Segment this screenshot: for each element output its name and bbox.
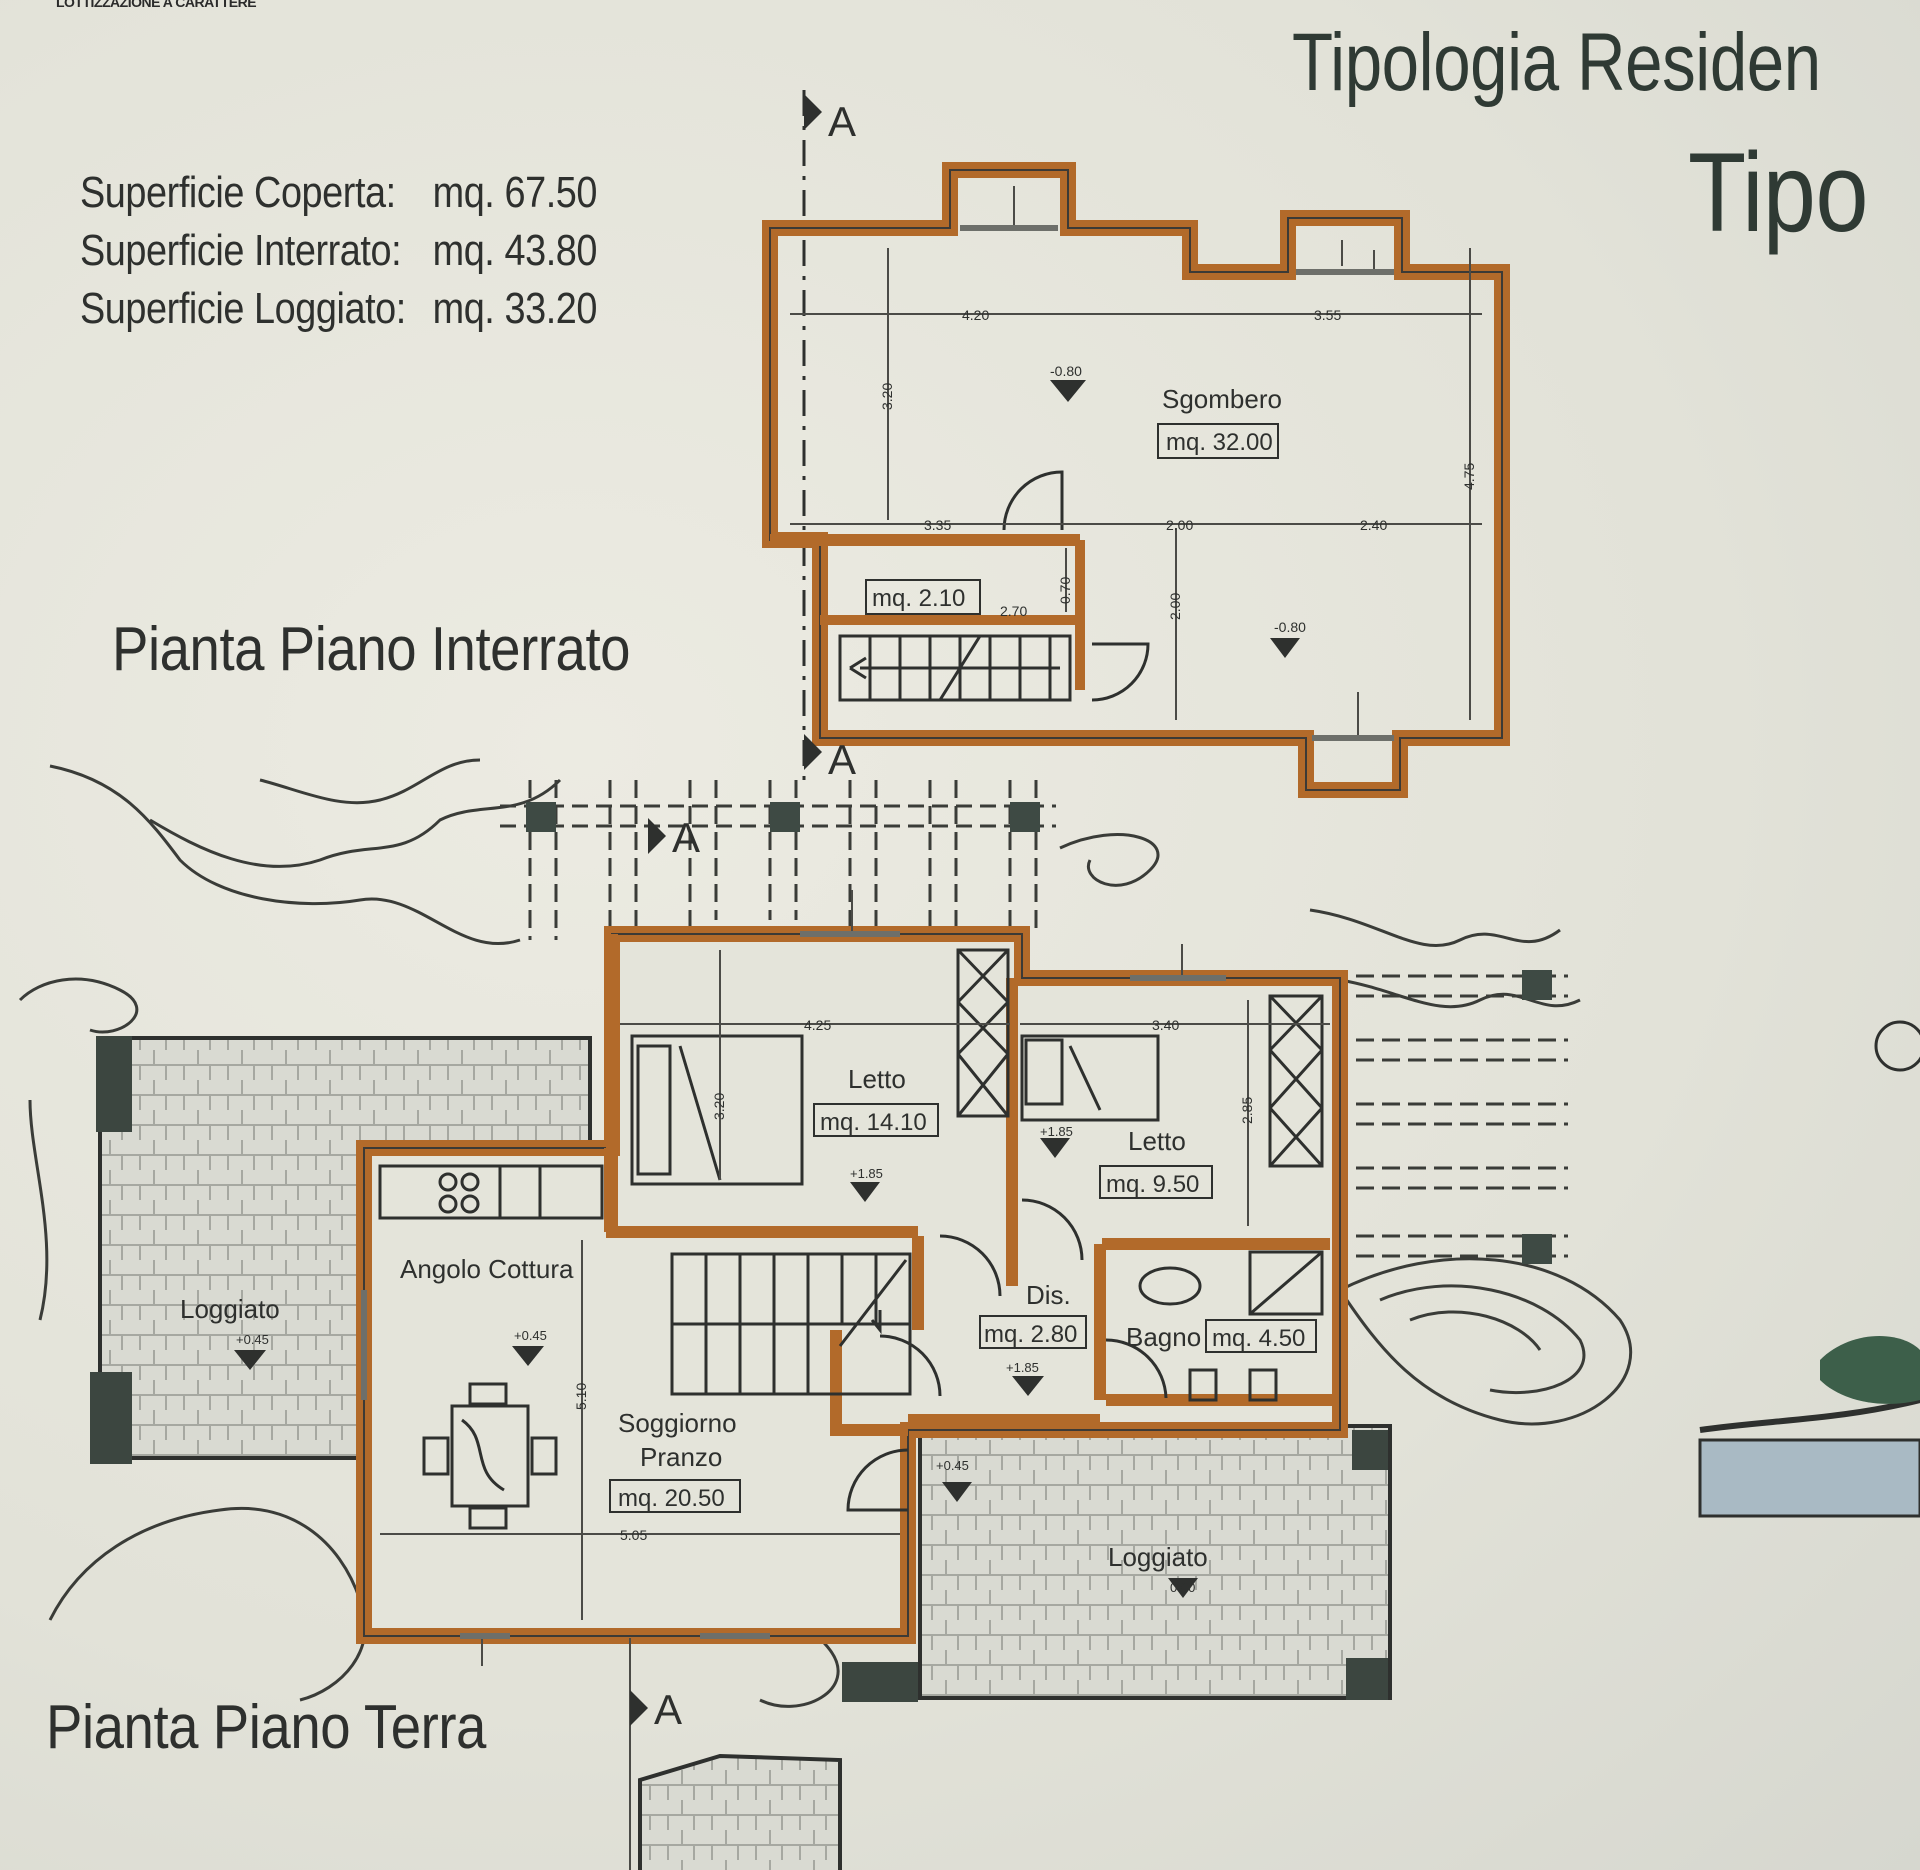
loggiato-right-label: Loggiato bbox=[1108, 1542, 1208, 1572]
dim-label: 3.20 bbox=[711, 1093, 727, 1120]
loggiato-left-label: Loggiato bbox=[180, 1294, 280, 1324]
dim-label: 3.35 bbox=[924, 517, 951, 533]
entry-level: +0.45 bbox=[936, 1458, 969, 1473]
loggiato-right-level: 0.00 bbox=[1170, 1580, 1195, 1595]
terra-partitions bbox=[604, 934, 1334, 1436]
dim-label: 4.75 bbox=[1461, 463, 1477, 490]
dim-label: 5.05 bbox=[620, 1527, 647, 1543]
section-marker-terra-bottom: A bbox=[654, 1686, 682, 1733]
sgombero-label: Sgombero bbox=[1162, 384, 1282, 414]
dim-label: 3.55 bbox=[1314, 307, 1341, 323]
dim-label: 4.25 bbox=[804, 1017, 831, 1033]
section-marker-mid: A bbox=[828, 736, 856, 783]
loggiato-left-level: +0.45 bbox=[236, 1332, 269, 1347]
letto2-level: +1.85 bbox=[1040, 1124, 1073, 1139]
pranzo-label: Pranzo bbox=[640, 1442, 722, 1472]
surface-value: mq. 67.50 bbox=[432, 168, 598, 217]
surface-label: Superficie Loggiato: bbox=[80, 284, 406, 333]
section-marker-top: A bbox=[828, 98, 856, 145]
surface-coperta: Superficie Coperta: mq. 67.50 bbox=[80, 168, 597, 218]
bagno-area: mq. 4.50 bbox=[1212, 1325, 1305, 1352]
sgombero-area: mq. 32.00 bbox=[1166, 429, 1273, 456]
dim-label: 2.70 bbox=[1000, 603, 1027, 619]
letto1-label: Letto bbox=[848, 1064, 906, 1094]
surface-label: Superficie Coperta: bbox=[80, 168, 396, 217]
dis-label: Dis. bbox=[1026, 1280, 1071, 1310]
level-label: -0.80 bbox=[1274, 619, 1306, 635]
interrato-walls bbox=[762, 162, 1510, 798]
terra-plan: A A A A bbox=[18, 94, 1920, 1870]
type-label: Tipo bbox=[1688, 130, 1868, 255]
dim-label: 0.70 bbox=[1057, 577, 1073, 604]
letto2-area: mq. 9.50 bbox=[1106, 1171, 1199, 1198]
interrato-plan-title: Pianta Piano Interrato bbox=[112, 615, 631, 684]
bagno-label: Bagno bbox=[1126, 1322, 1201, 1352]
dim-label: 2.00 bbox=[1166, 517, 1193, 533]
surface-value: mq. 33.20 bbox=[432, 284, 598, 333]
page-title: Tipologia Residen bbox=[1292, 17, 1821, 108]
surface-loggiato: Superficie Loggiato: mq. 33.20 bbox=[80, 284, 597, 334]
header-strip: LOTTIZZAZIONE A CARATTERE bbox=[56, 0, 257, 10]
letto1-level: +1.85 bbox=[850, 1166, 883, 1181]
cottura-level: +0.45 bbox=[514, 1328, 547, 1343]
dim-label: 3.20 bbox=[879, 383, 895, 410]
dis-area: mq. 2.80 bbox=[984, 1321, 1077, 1348]
terra-plan-title: Pianta Piano Terra bbox=[46, 1693, 486, 1762]
soggiorno-area: mq. 20.50 bbox=[618, 1485, 725, 1512]
dim-label: 2.00 bbox=[1167, 593, 1183, 620]
dining-table-icon bbox=[422, 1382, 558, 1530]
dim-label: 2.85 bbox=[1239, 1097, 1255, 1124]
level-label: -0.80 bbox=[1050, 363, 1082, 379]
letto2-label: Letto bbox=[1128, 1126, 1186, 1156]
section-marker-terra-top: A bbox=[672, 814, 700, 861]
interrato-plan bbox=[762, 90, 1510, 798]
terra-labels: Letto mq. 14.10 +1.85 Letto mq. 9.50 +1.… bbox=[180, 1017, 1317, 1595]
dis-level: +1.85 bbox=[1006, 1360, 1039, 1375]
soggiorno-label: Soggiorno bbox=[618, 1408, 737, 1438]
dim-label: 4.20 bbox=[962, 307, 989, 323]
dim-label: 2.40 bbox=[1360, 517, 1387, 533]
dim-label: 3.40 bbox=[1152, 1017, 1179, 1033]
surface-value: mq. 43.80 bbox=[432, 226, 598, 275]
interrato-labels: Sgombero mq. 32.00 mq. 2.10 -0.80 -0.80 … bbox=[865, 307, 1477, 635]
loggiato-right-paving bbox=[918, 1424, 1392, 1700]
dim-label: 5.10 bbox=[573, 1383, 589, 1410]
letto1-area: mq. 14.10 bbox=[820, 1109, 927, 1136]
ripostiglio-area: mq. 2.10 bbox=[872, 585, 965, 612]
surface-label: Superficie Interrato: bbox=[80, 226, 402, 275]
angolo-cottura-label: Angolo Cottura bbox=[400, 1254, 574, 1284]
surface-interrato: Superficie Interrato: mq. 43.80 bbox=[80, 226, 597, 276]
